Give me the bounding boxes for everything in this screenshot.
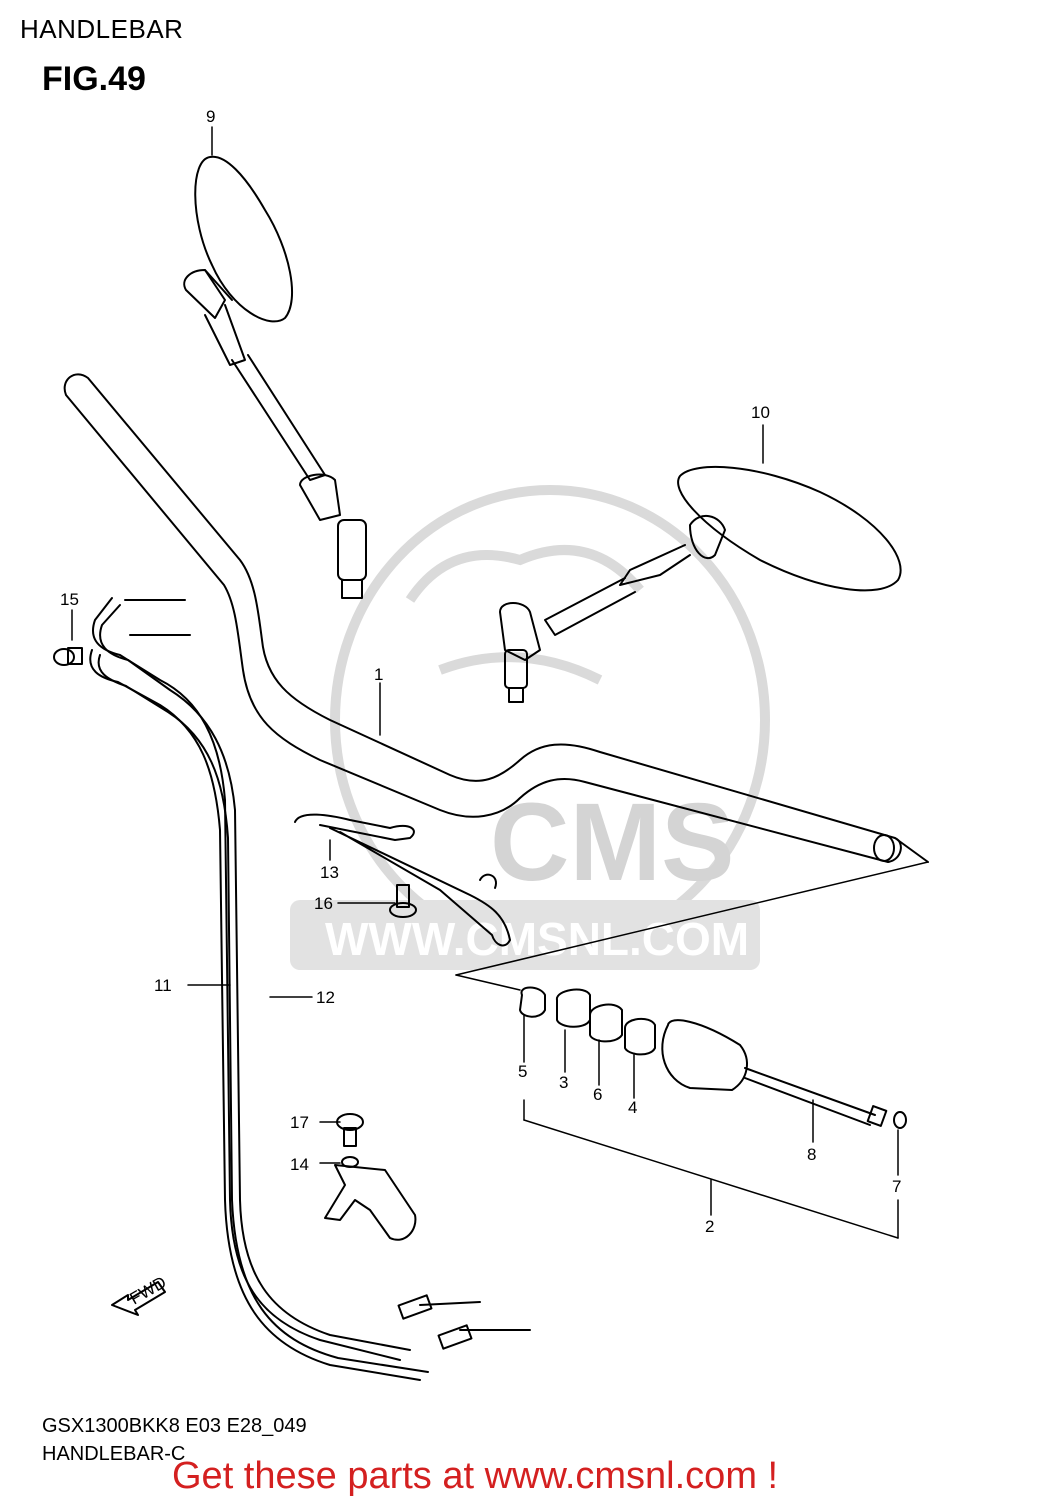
- callout-3: 3: [559, 1073, 568, 1092]
- callout-9: 9: [206, 107, 215, 126]
- callout-16: 16: [314, 894, 333, 913]
- callout-10: 10: [751, 403, 770, 422]
- model-code: GSX1300BKK8 E03 E28_049: [42, 1415, 307, 1437]
- callout-4: 4: [628, 1098, 637, 1117]
- handlebar: [63, 373, 929, 863]
- screw-16: [389, 884, 417, 918]
- throttle-cables: [89, 597, 531, 1381]
- mirror-left: [183, 155, 367, 599]
- callout-11: 11: [154, 976, 172, 995]
- callout-2: 2: [705, 1217, 714, 1236]
- callout-1: 1: [374, 665, 383, 684]
- callout-13: 13: [320, 863, 339, 882]
- bar-end-assembly: [519, 986, 907, 1129]
- watermark-brand: CMS: [490, 781, 734, 904]
- callout-17: 17: [290, 1113, 309, 1132]
- screw-17: [336, 1113, 364, 1147]
- bracket-14: [324, 1156, 417, 1241]
- screw-15: [53, 647, 83, 666]
- callout-6: 6: [593, 1085, 602, 1104]
- callout-15: 15: [60, 590, 79, 609]
- callout-5: 5: [518, 1062, 527, 1081]
- figure-number: FIG.49: [42, 60, 146, 98]
- callout-7: 7: [892, 1177, 901, 1196]
- callout-12: 12: [316, 988, 335, 1007]
- callout-8: 8: [807, 1145, 816, 1164]
- cta-link[interactable]: Get these parts at www.cmsnl.com !: [172, 1455, 779, 1497]
- callout-14: 14: [290, 1155, 309, 1174]
- cable-clamp: [294, 813, 511, 947]
- leader-lines: [71, 126, 929, 1239]
- callout-labels: 1 2 3 4 5 6 7 8 9 10 11 12 13 14 15 16 1…: [60, 107, 901, 1236]
- watermark: CMS WWW.CMSNL.COM: [290, 485, 770, 970]
- mirror-right: [499, 465, 902, 703]
- diagram-name: HANDLEBAR-C: [42, 1443, 186, 1465]
- fwd-arrow-icon: [111, 1281, 166, 1316]
- page-title: HANDLEBAR: [20, 14, 184, 44]
